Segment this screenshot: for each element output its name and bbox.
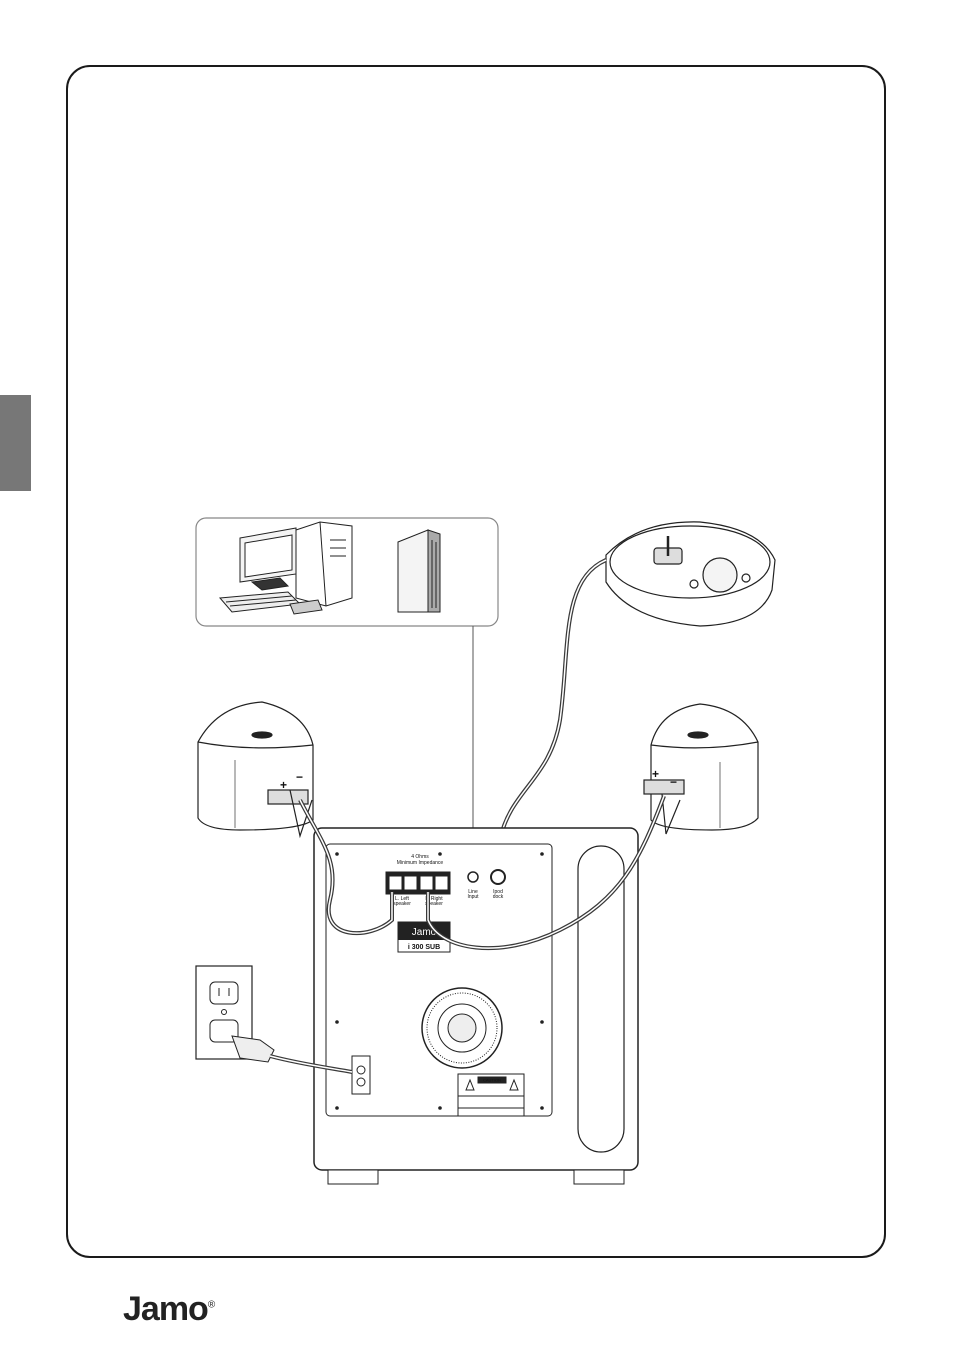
ipod-dock-sublabel: dock xyxy=(493,894,504,900)
caution-text: CAUTION xyxy=(483,1078,501,1083)
source-devices-panel xyxy=(196,518,498,626)
power-socket xyxy=(352,1056,370,1094)
speaker-terminals xyxy=(386,872,450,894)
subwoofer: 4 Ohms Minimum Impedance L. Left speaker… xyxy=(314,828,638,1184)
line-input-jack xyxy=(468,872,478,882)
left-satellite-speaker: + − xyxy=(198,702,313,836)
left-satellite-minus: − xyxy=(296,770,303,784)
line-input-sublabel: Input xyxy=(467,894,479,900)
right-satellite-speaker: + − xyxy=(644,704,758,834)
brand-logo: Jamo® xyxy=(123,1290,214,1329)
impedance-sublabel: Minimum Impedance xyxy=(397,860,444,866)
right-satellite-minus: − xyxy=(670,775,677,789)
brand-logo-mark: ® xyxy=(208,1300,214,1311)
ipod-dock-icon xyxy=(606,522,775,626)
left-satellite-plus: + xyxy=(280,778,287,792)
brand-logo-text: Jamo xyxy=(123,1290,208,1328)
plate-model: i 300 SUB xyxy=(408,944,440,951)
woofer-cone xyxy=(422,988,502,1068)
left-speaker-sublabel: speaker xyxy=(393,901,411,907)
ipod-dock-jack xyxy=(491,870,505,884)
right-satellite-plus: + xyxy=(652,767,659,781)
cd-player-icon xyxy=(398,530,440,612)
